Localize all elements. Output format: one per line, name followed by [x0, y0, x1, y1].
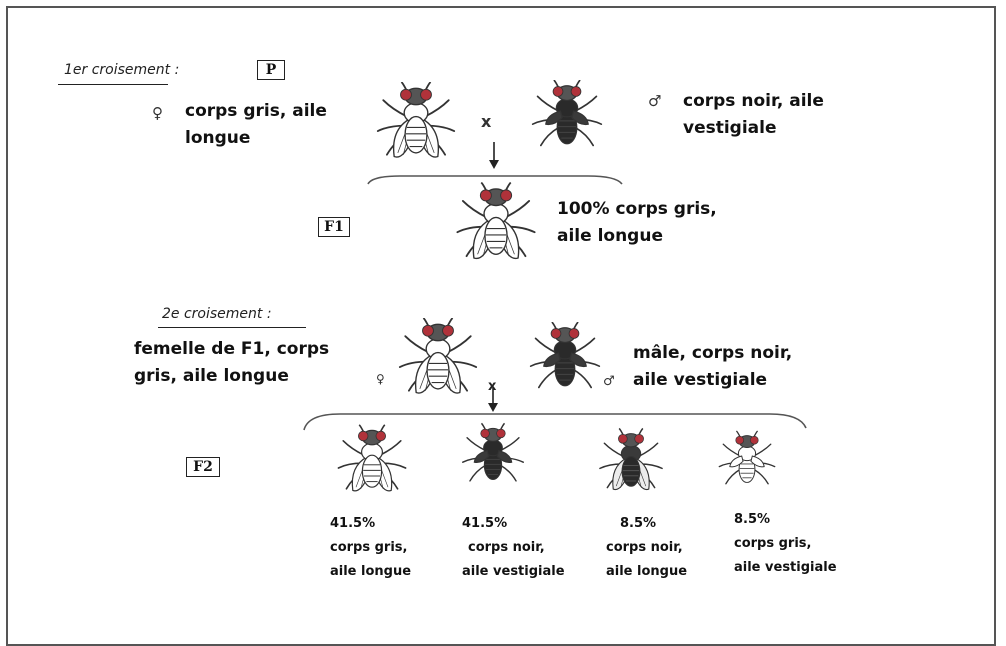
cross1-header: 1er croisement : — [64, 62, 179, 78]
f2-result-4-line1: corps gris, — [734, 532, 837, 556]
f2-result-1-line1: corps gris, — [330, 536, 411, 560]
fly-f2-black-vestigial — [457, 420, 529, 490]
f2-result-1-line2: aile longue — [330, 560, 411, 584]
f2-result-4-percent: 8.5% — [734, 508, 837, 532]
p-female-line2: longue — [185, 125, 327, 152]
f1-generation-box: F1 — [318, 217, 350, 237]
cross-times-1: x — [481, 112, 491, 131]
f2-result-3-percent: 8.5% — [606, 512, 687, 536]
cross1-header-underline — [58, 84, 168, 85]
cross2-female-line1: femelle de F1, corps — [134, 336, 329, 363]
cross2-header-underline — [158, 327, 306, 328]
f2-result-2-line1: corps noir, — [462, 536, 565, 560]
f2-result-3-line2: aile longue — [606, 560, 687, 584]
f2-generation-box: F2 — [186, 457, 220, 477]
fly-f2-grey-vestigial — [714, 428, 780, 492]
f2-result-3-line1: corps noir, — [606, 536, 687, 560]
f2-result-4-line2: aile vestigiale — [734, 556, 837, 580]
male-symbol-icon: ♂ — [648, 92, 661, 110]
p-female-phenotype: corps gris, aile longue — [185, 98, 327, 152]
fly-f2-grey-long — [332, 424, 412, 496]
female-symbol-icon: ♀ — [152, 104, 163, 122]
p-male-line1: corps noir, aile — [683, 88, 824, 115]
p-female-line1: corps gris, aile — [185, 98, 327, 125]
f1-line2: aile longue — [557, 223, 717, 250]
f2-result-2-percent: 41.5% — [462, 512, 565, 536]
f2-result-4: 8.5% corps gris, aile vestigiale — [734, 508, 837, 580]
f1-phenotype: 100% corps gris, aile longue — [557, 196, 717, 250]
f2-result-1-percent: 41.5% — [330, 512, 411, 536]
fly-f1 — [450, 182, 542, 264]
f2-result-2-line2: aile vestigiale — [462, 560, 565, 584]
fly-f2-black-long — [594, 426, 668, 496]
p-male-line2: vestigiale — [683, 115, 824, 142]
cross2-header: 2e croisement : — [162, 306, 272, 322]
cross2-male-line1: mâle, corps noir, — [633, 340, 792, 367]
p-generation-box: P — [257, 60, 285, 80]
f2-result-3: 8.5% corps noir, aile longue — [606, 512, 687, 584]
f2-result-2: 41.5% corps noir, aile vestigiale — [462, 512, 565, 584]
f2-result-1: 41.5% corps gris, aile longue — [330, 512, 411, 584]
f1-line1: 100% corps gris, — [557, 196, 717, 223]
p-male-phenotype: corps noir, aile vestigiale — [683, 88, 824, 142]
